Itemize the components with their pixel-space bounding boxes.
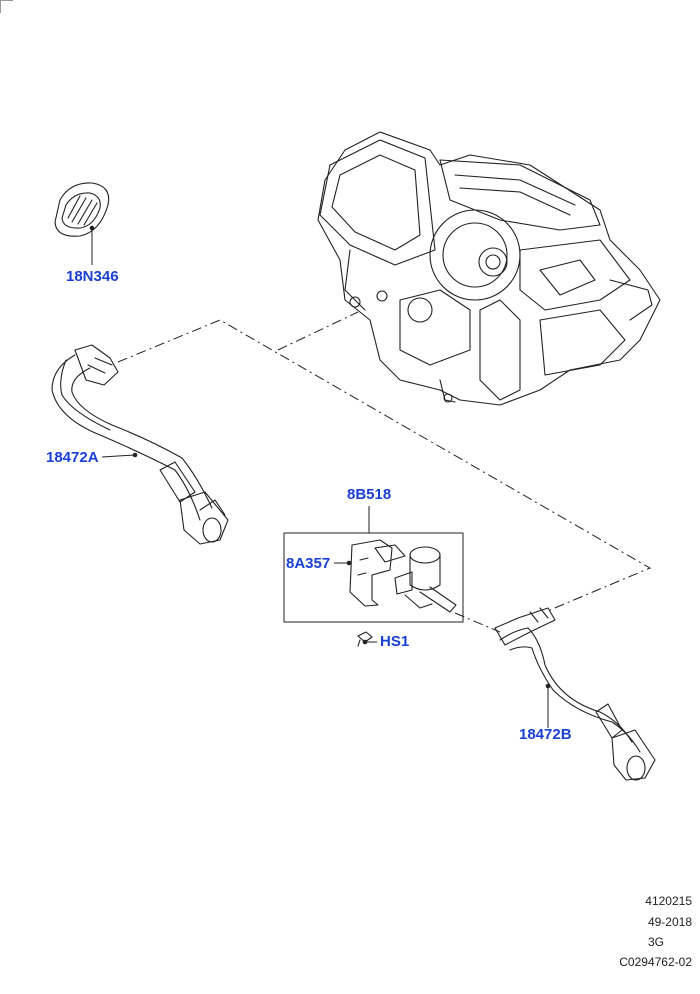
callout-8a357[interactable]: 8A357: [286, 555, 331, 572]
pump-assembly-frame: [283, 532, 464, 623]
bolt-illustration: [357, 631, 373, 647]
callout-18n346[interactable]: 18N346: [66, 268, 119, 285]
connection-lines: [117, 311, 652, 633]
heater-module-illustration: [317, 131, 661, 406]
gasket-illustration: [54, 182, 110, 237]
footer-code-1: 4120215: [645, 894, 692, 908]
hose-18472b-illustration: [494, 607, 656, 781]
callout-8b518[interactable]: 8B518: [347, 486, 392, 503]
footer-code-3: 3G: [647, 935, 664, 949]
footer-code-2: 49-2018: [647, 915, 692, 929]
bracket-illustration: [349, 539, 406, 607]
leader-dots: [89, 225, 551, 689]
leader-lines: [91, 228, 549, 728]
footer-code-4: C0294762-02: [619, 955, 692, 969]
pump-illustration: [394, 546, 457, 613]
callout-18472a[interactable]: 18472A: [46, 449, 99, 466]
callout-18472b[interactable]: 18472B: [519, 726, 572, 743]
page-corner-mark: [0, 0, 13, 13]
hose-18472a-illustration: [51, 344, 229, 545]
callout-hs1[interactable]: HS1: [380, 633, 410, 650]
